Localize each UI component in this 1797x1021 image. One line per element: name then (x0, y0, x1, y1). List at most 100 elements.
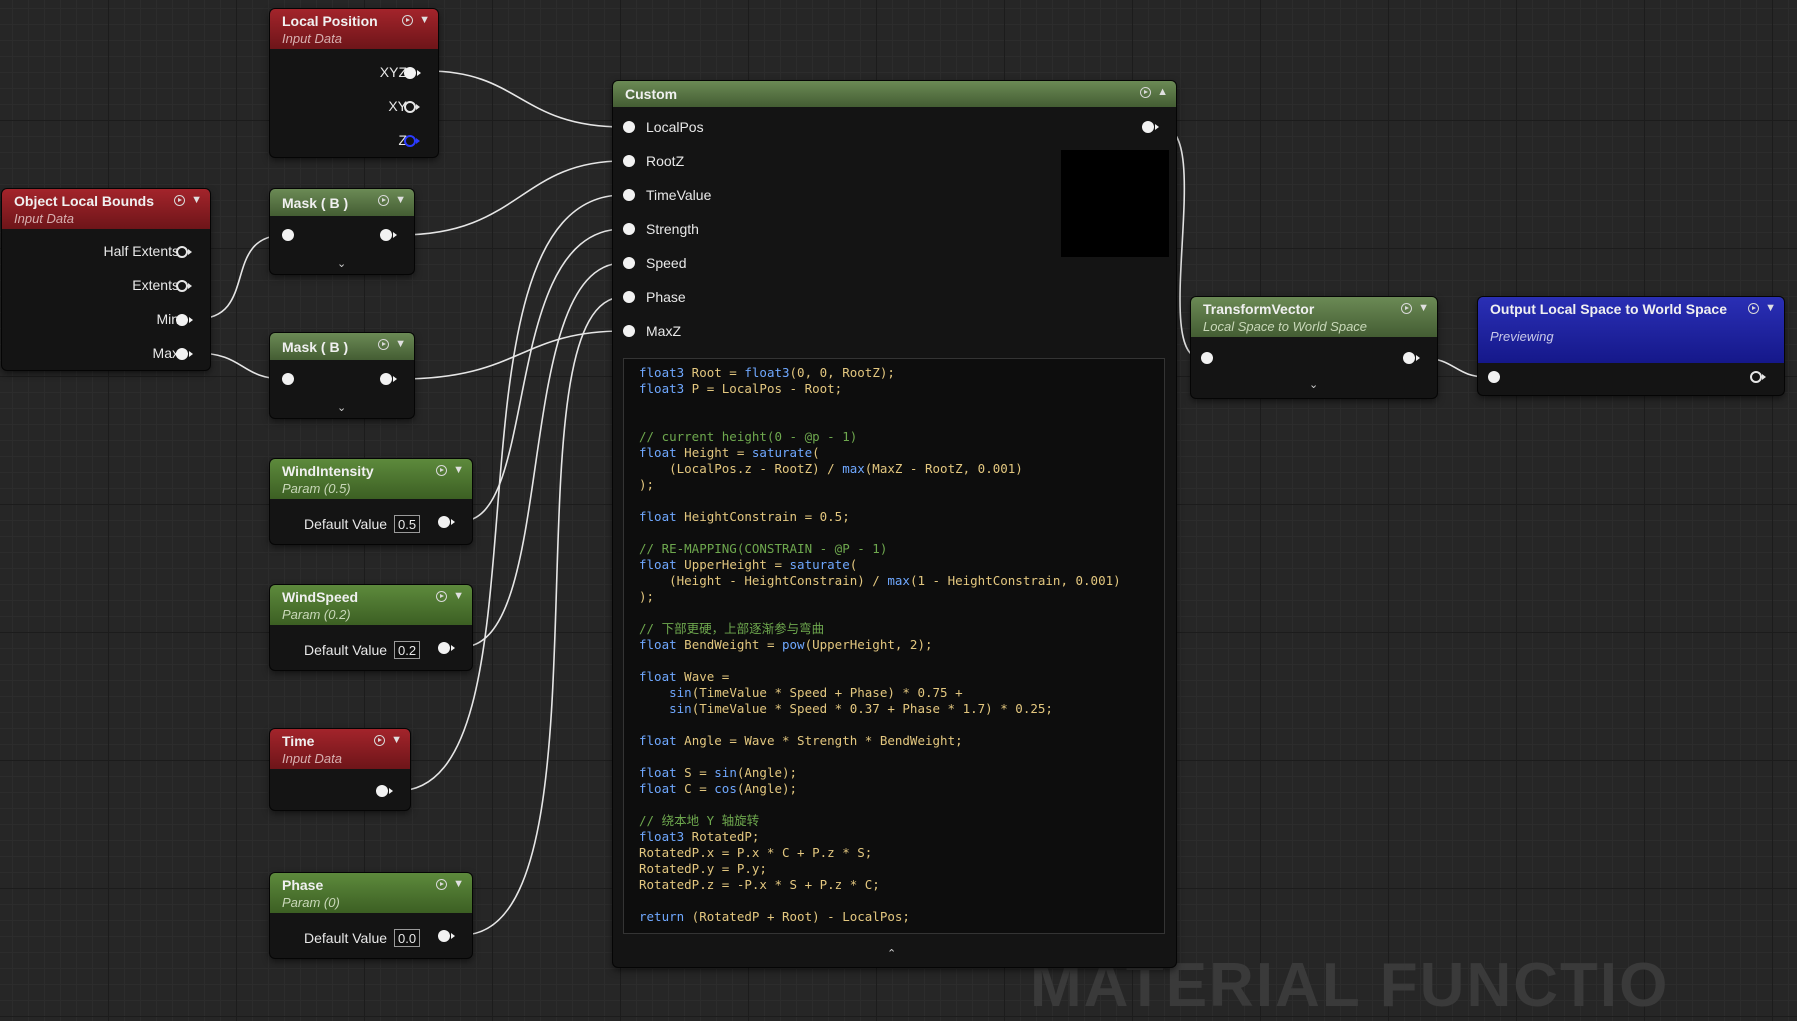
chevron-down-icon[interactable]: ▼ (453, 878, 464, 890)
code-token: (0, 0, RootZ); (789, 365, 895, 380)
code-token: float (639, 445, 677, 460)
node-phase[interactable]: Phase Param (0) ▼ Default Value 0.0 (270, 873, 472, 958)
node-header[interactable]: Time Input Data ▼ (270, 729, 410, 769)
code-token: saturate (789, 557, 850, 572)
node-header[interactable]: Output Local Space to World Space Previe… (1478, 297, 1784, 363)
custom-code-editor[interactable]: float3 Root = float3(0, 0, RootZ);float3… (623, 358, 1165, 934)
default-value-input[interactable]: 0.0 (394, 929, 421, 947)
chevron-down-icon[interactable]: ▼ (191, 194, 202, 206)
expand-chevron-icon[interactable]: ⌄ (1309, 379, 1319, 391)
node-mask-b-2[interactable]: Mask ( B ) ▼ ⌄ (270, 333, 414, 418)
output-pin[interactable] (438, 642, 455, 654)
output-pin-extents[interactable] (176, 280, 192, 292)
input-pin[interactable] (282, 373, 294, 385)
code-token: Angle = Wave * Strength * BendWeight; (676, 733, 963, 748)
node-subtitle: Param (0.5) (282, 481, 351, 496)
output-pin-z[interactable] (404, 135, 420, 147)
input-label-strength: Strength (646, 221, 699, 237)
collapse-chevron-icon[interactable]: ⌃ (887, 948, 897, 960)
node-time[interactable]: Time Input Data ▼ (270, 729, 410, 810)
preview-play-icon[interactable] (436, 591, 448, 602)
output-pin[interactable] (376, 785, 393, 797)
chevron-down-icon[interactable]: ▼ (453, 464, 464, 476)
preview-play-icon[interactable] (374, 735, 386, 746)
output-pin-xy[interactable] (404, 101, 420, 113)
input-pin-phase[interactable] (623, 291, 635, 303)
chevron-up-icon[interactable]: ▲ (1157, 86, 1168, 98)
output-pin[interactable] (1403, 352, 1420, 364)
preview-play-icon[interactable] (174, 195, 186, 206)
expand-chevron-icon[interactable]: ⌄ (337, 402, 347, 414)
code-token: float3 (639, 365, 685, 380)
preview-play-icon[interactable] (436, 879, 448, 890)
node-wind-speed[interactable]: WindSpeed Param (0.2) ▼ Default Value 0.… (270, 585, 472, 670)
node-header[interactable]: Local Position Input Data ▼ (270, 9, 438, 49)
output-pin-min[interactable] (176, 314, 193, 326)
code-line: float UpperHeight = saturate( (639, 557, 1149, 573)
input-pin[interactable] (1201, 352, 1213, 364)
code-token: RotatedP; (684, 829, 760, 844)
chevron-down-icon[interactable]: ▼ (453, 590, 464, 602)
output-pin[interactable] (380, 229, 397, 241)
preview-play-icon[interactable] (402, 15, 414, 26)
node-header[interactable]: Phase Param (0) ▼ (270, 873, 472, 913)
chevron-down-icon[interactable]: ▼ (391, 734, 402, 746)
code-line: sin(TimeValue * Speed + Phase) * 0.75 + (639, 685, 1149, 701)
code-token: float (639, 669, 677, 684)
default-value-input[interactable]: 0.5 (394, 515, 421, 533)
input-pin-strength[interactable] (623, 223, 635, 235)
input-pin[interactable] (1488, 371, 1500, 383)
node-transform-vector[interactable]: TransformVector Local Space to World Spa… (1191, 297, 1437, 398)
node-subtitle: Input Data (282, 31, 342, 46)
node-header[interactable]: WindSpeed Param (0.2) ▼ (270, 585, 472, 625)
node-header[interactable]: Custom ▲ (613, 81, 1176, 107)
output-pin-xyz[interactable] (404, 67, 421, 79)
node-local-position[interactable]: Local Position Input Data ▼ XYZ XY Z (270, 9, 438, 157)
chevron-down-icon[interactable]: ▼ (395, 194, 406, 206)
node-mask-b-1[interactable]: Mask ( B ) ▼ ⌄ (270, 189, 414, 274)
node-header[interactable]: Object Local Bounds Input Data ▼ (2, 189, 210, 229)
code-token: ( (849, 557, 858, 572)
node-header[interactable]: WindIntensity Param (0.5) ▼ (270, 459, 472, 499)
node-wind-intensity[interactable]: WindIntensity Param (0.5) ▼ Default Valu… (270, 459, 472, 544)
output-pin[interactable] (1750, 371, 1766, 383)
node-subtitle: Param (0.2) (282, 607, 351, 622)
node-header[interactable]: TransformVector Local Space to World Spa… (1191, 297, 1437, 337)
node-output-local-to-world[interactable]: Output Local Space to World Space Previe… (1478, 297, 1784, 395)
preview-play-icon[interactable] (378, 339, 390, 350)
code-line: float Angle = Wave * Strength * BendWeig… (639, 733, 1149, 749)
code-token: ); (639, 589, 655, 604)
code-line: float C = cos(Angle); (639, 781, 1149, 797)
chevron-down-icon[interactable]: ▼ (419, 14, 430, 26)
preview-play-icon[interactable] (1748, 303, 1760, 314)
input-pin-speed[interactable] (623, 257, 635, 269)
chevron-down-icon[interactable]: ▼ (1418, 302, 1429, 314)
chevron-down-icon[interactable]: ▼ (1765, 302, 1776, 314)
output-pin[interactable] (438, 930, 455, 942)
preview-play-icon[interactable] (378, 195, 390, 206)
input-pin-rootz[interactable] (623, 155, 635, 167)
output-pin[interactable] (438, 516, 455, 528)
output-pin-max[interactable] (176, 348, 193, 360)
chevron-down-icon[interactable]: ▼ (395, 338, 406, 350)
preview-play-icon[interactable] (1140, 87, 1152, 98)
input-pin-timevalue[interactable] (623, 189, 635, 201)
code-token: (RotatedP + Root) - LocalPos; (684, 909, 910, 924)
code-token: Root = (684, 365, 745, 380)
input-pin-localpos[interactable] (623, 121, 635, 133)
node-object-local-bounds[interactable]: Object Local Bounds Input Data ▼ Half Ex… (2, 189, 210, 370)
code-token: // RE-MAPPING(CONSTRAIN - @P - 1) (639, 541, 888, 556)
preview-play-icon[interactable] (1401, 303, 1413, 314)
input-pin-maxz[interactable] (623, 325, 635, 337)
node-header[interactable]: Mask ( B ) ▼ (270, 189, 414, 216)
preview-play-icon[interactable] (436, 465, 448, 476)
input-label-phase: Phase (646, 289, 686, 305)
input-pin[interactable] (282, 229, 294, 241)
default-value-input[interactable]: 0.2 (394, 641, 421, 659)
expand-chevron-icon[interactable]: ⌄ (337, 258, 347, 270)
output-pin[interactable] (380, 373, 397, 385)
node-header[interactable]: Mask ( B ) ▼ (270, 333, 414, 360)
output-label-xyz: XYZ (379, 64, 407, 80)
output-pin-half-extents[interactable] (176, 246, 192, 258)
output-pin[interactable] (1142, 121, 1159, 133)
